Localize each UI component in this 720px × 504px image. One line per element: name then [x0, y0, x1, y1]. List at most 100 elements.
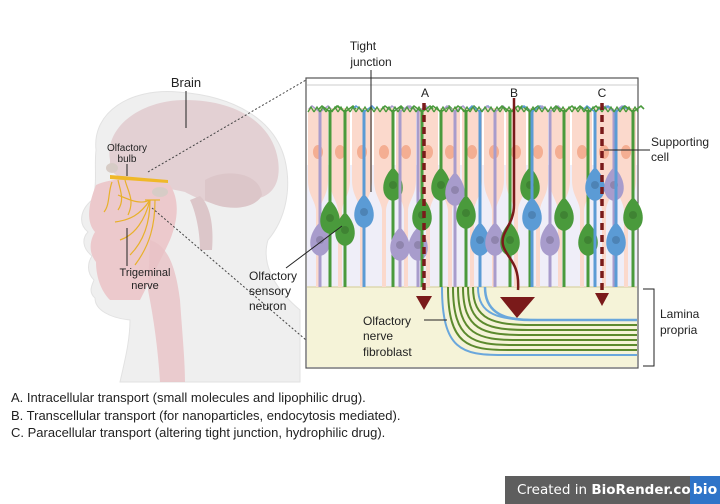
cilia-layer [379, 105, 387, 113]
cilia-layer [535, 105, 543, 113]
nerve-fiber [457, 286, 637, 341]
neuron-nucleus [584, 236, 592, 244]
osn-leader [285, 225, 343, 269]
brainstem [190, 196, 213, 250]
biorender-logo-icon: bio [690, 476, 720, 504]
cilia-layer [457, 105, 465, 113]
cilia-layer [529, 105, 537, 113]
cilia-layer [517, 105, 525, 113]
transport-routes [416, 98, 609, 318]
trigeminal-nerve-branches [103, 179, 160, 266]
caption-line-c: C. Paracellular transport (altering tigh… [11, 425, 386, 440]
route-b-letter: B [510, 86, 518, 100]
neuron-nucleus [560, 211, 568, 219]
osn-label: sensory [249, 284, 291, 298]
neuron-soma [320, 200, 340, 234]
nerve-sheath [483, 286, 637, 322]
cilia-layer [451, 105, 459, 113]
cilia-layer [313, 105, 321, 113]
neuron-soma [623, 197, 643, 231]
olfactory-bulb [110, 175, 168, 183]
head-illustration [81, 91, 301, 383]
cilia-layer [577, 105, 585, 113]
cilia-layer [571, 105, 579, 113]
olfactory-bulb-label: Olfactory [107, 143, 147, 154]
cilia-layer [331, 105, 339, 113]
cilia-layer [307, 105, 315, 113]
neuron-soma [383, 167, 403, 201]
nerve-fiber [447, 286, 637, 351]
neuron-nucleus [629, 211, 637, 219]
lamina-propria-label: propria [660, 323, 698, 337]
sinus [152, 187, 168, 197]
neuron-soma [540, 222, 560, 256]
sinus [106, 163, 118, 173]
neuron-nucleus [612, 236, 620, 244]
cilia-layer [547, 105, 555, 113]
neuron-nucleus [389, 181, 397, 189]
neuron-soma [485, 222, 505, 256]
cilia-layer [337, 105, 345, 113]
route-a-letter: A [421, 86, 429, 100]
cilia-layer [355, 105, 363, 113]
neuron-soma [335, 212, 355, 246]
cilia-layer [319, 105, 327, 113]
neuron-nucleus [341, 226, 349, 234]
neuron-nucleus [546, 236, 554, 244]
osn-label: neuron [249, 299, 286, 313]
neuron-soma [456, 195, 476, 229]
supporting-cell-nucleus [467, 145, 477, 159]
route-c-arrowhead [595, 293, 609, 306]
epithelial-cells [307, 104, 645, 287]
route-b-path [501, 98, 520, 291]
trigeminal-label: Trigeminal [120, 267, 171, 279]
neuron-soma [606, 222, 626, 256]
cilia-layer [361, 105, 369, 113]
cilia-layer [427, 105, 435, 113]
supporting-cell [374, 108, 394, 287]
cilia-layer [343, 105, 351, 113]
cilia-layer [385, 105, 393, 113]
supporting-cell [594, 108, 614, 287]
biorender-watermark[interactable]: Created in BioRender.com bio [505, 476, 720, 504]
neuron-soma [354, 194, 374, 228]
neuron-nucleus [491, 236, 499, 244]
neuron-soma [470, 222, 490, 256]
caption-line-b: B. Transcellular transport (for nanopart… [11, 407, 401, 423]
cilia-layer [499, 105, 507, 113]
route-a-arrowhead [416, 296, 432, 310]
caption-line-a: A. Intracellular transport (small molecu… [11, 390, 366, 405]
supporting-cell [308, 108, 328, 287]
neuron-nucleus [528, 211, 536, 219]
throat [148, 240, 185, 382]
cilia-layer [325, 105, 333, 113]
neuron-soma [604, 167, 624, 201]
neuron-soma [445, 172, 465, 206]
supporting-cell-label: cell [651, 150, 669, 164]
cilia-layer [607, 105, 615, 113]
watermark-text: Created in BioRender.com [517, 482, 705, 498]
cilia-layer [439, 105, 447, 113]
cilia-layer [349, 105, 357, 113]
cilia-layer [613, 105, 621, 113]
neuron-nucleus [360, 208, 368, 216]
zoom-guide-line [147, 79, 307, 173]
fibroblast-label: fibroblast [363, 345, 412, 359]
neuron-nucleus [316, 236, 324, 244]
olfactory-bulb-label: bulb [118, 154, 137, 165]
cilia-layer [619, 105, 627, 113]
supporting-cell-nucleus [401, 145, 411, 159]
trigeminal-label: nerve [131, 280, 159, 292]
nerve-fiber [452, 286, 637, 346]
fibroblast-label: Olfactory [363, 314, 411, 328]
osn-label: Olfactory [249, 269, 297, 283]
supporting-cell-nucleus [379, 145, 389, 159]
supporting-cell-nucleus [621, 145, 631, 159]
neuron-nucleus [591, 181, 599, 189]
olfactory-nerve-bundle [441, 286, 637, 356]
cilia-layer [505, 105, 513, 113]
neuron-soma [585, 167, 605, 201]
neuron-nucleus [326, 214, 334, 222]
supporting-cell-label: Supporting [651, 135, 709, 149]
supporting-cell-nucleus [511, 145, 521, 159]
